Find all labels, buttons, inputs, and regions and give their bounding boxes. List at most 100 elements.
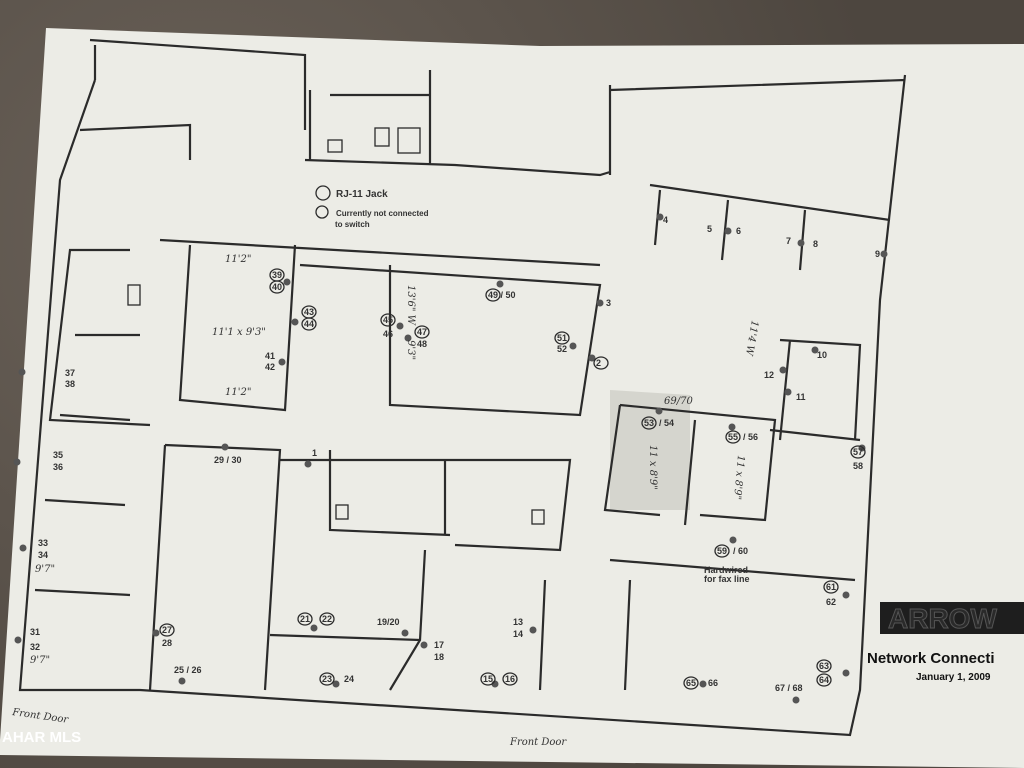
jack-circle — [816, 673, 832, 687]
jack-label: 15 — [483, 674, 493, 684]
jack-label: 43 — [304, 307, 314, 317]
jack-label: 41 — [265, 351, 275, 361]
jack-dot — [724, 227, 732, 235]
jack-label: 45 — [383, 315, 393, 325]
svg-text:11'2": 11'2" — [225, 254, 251, 265]
jack-label: 65 — [686, 678, 696, 688]
fixtures — [127, 127, 545, 525]
jack-label: 49 / 50 — [488, 290, 516, 300]
jack-dot — [278, 358, 286, 366]
jack-dot — [401, 629, 409, 637]
jack-circle — [301, 317, 317, 331]
jack-dot — [842, 591, 850, 599]
jack-label: 18 — [434, 652, 444, 662]
jack-circle — [159, 623, 175, 637]
jack-circle — [850, 445, 866, 459]
svg-text:9'7": 9'7" — [30, 655, 50, 666]
jack-label: 55 — [728, 432, 738, 442]
jack-label: / 54 — [659, 418, 674, 428]
jack-label: 14 — [513, 629, 523, 639]
jack-dot — [18, 368, 26, 376]
jack-circle — [480, 672, 496, 686]
paper-sheet — [0, 28, 1024, 768]
jack-dot — [784, 388, 792, 396]
handwritten-jack: 69/70 — [664, 396, 693, 407]
svg-text:11 x 8'9": 11 x 8'9" — [731, 455, 746, 501]
jack-dot — [332, 680, 340, 688]
arrow-logo: ARROW — [888, 603, 997, 634]
jack-circle — [319, 672, 335, 686]
svg-text:9'7": 9'7" — [35, 564, 55, 575]
jack-dot — [496, 280, 504, 288]
jack-label: 28 — [162, 638, 172, 648]
jack-label: 25 / 26 — [174, 665, 202, 675]
jack-dot — [588, 354, 596, 362]
jack-label: 40 — [272, 282, 282, 292]
jack-label: 62 — [826, 597, 836, 607]
jack-dot — [811, 346, 819, 354]
jack-label: 3 — [606, 298, 611, 308]
jack-dot — [404, 334, 412, 342]
jack-circle — [714, 544, 730, 558]
jack-dot — [310, 624, 318, 632]
jack-dot — [13, 458, 21, 466]
jack-label: 29 / 30 — [214, 455, 242, 465]
jack-dot — [396, 322, 404, 330]
jack-dot — [699, 680, 707, 688]
jack-label: 27 — [162, 625, 172, 635]
jack-label: 32 — [30, 642, 40, 652]
jack-dot — [779, 366, 787, 374]
jack-label: 35 — [53, 450, 63, 460]
jack-circle — [683, 676, 699, 690]
jack-label: / 60 — [733, 546, 748, 556]
logo-bar — [880, 602, 1024, 634]
legend: RJ-11 Jack Currently not connected to sw… — [315, 185, 429, 229]
jack-label: 58 — [853, 461, 863, 471]
jack-circle — [319, 612, 335, 626]
jack-label: 51 — [557, 333, 567, 343]
jack-dot — [14, 636, 22, 644]
jack-label: 6 — [736, 226, 741, 236]
svg-text:11'2": 11'2" — [225, 387, 251, 398]
jack-label: 5 — [707, 224, 712, 234]
jack-circle — [502, 672, 518, 686]
jack-dot — [283, 278, 291, 286]
jack-label: 37 — [65, 368, 75, 378]
jack-label: 23 — [322, 674, 332, 684]
jack-circle — [725, 430, 741, 444]
mls-watermark: AHAR MLS — [2, 729, 81, 746]
jack-circle — [641, 416, 657, 430]
svg-text:13'6" W: 13'6" W — [405, 285, 416, 326]
jack-dot — [304, 460, 312, 468]
jack-label: 17 — [434, 640, 444, 650]
jack-label: 57 — [853, 447, 863, 457]
svg-text:9'3": 9'3" — [405, 340, 416, 360]
jack-label: 66 — [708, 678, 718, 688]
jack-circle — [297, 612, 313, 626]
jack-label: 53 — [644, 418, 654, 428]
jack-dot — [655, 407, 663, 415]
jack-label: 64 — [819, 675, 829, 685]
jack-label: 39 — [272, 270, 282, 280]
jack-dot — [529, 626, 537, 634]
shadow — [610, 390, 690, 510]
jack-dot — [178, 677, 186, 685]
jack-label: 7 — [786, 236, 791, 246]
jack-label: 33 — [38, 538, 48, 548]
svg-text:11'1 x 9'3": 11'1 x 9'3" — [212, 327, 266, 338]
legend-not-connected-label-2: to switch — [335, 220, 370, 229]
jack-label: 67 / 68 — [775, 683, 803, 693]
jack-dot — [880, 250, 888, 258]
jack-circle — [380, 313, 396, 327]
jack-dot — [19, 544, 27, 552]
jack-label: 24 — [344, 674, 354, 684]
jack-dot — [291, 318, 299, 326]
jack-dot — [420, 641, 428, 649]
jack-label: 4 — [663, 215, 668, 225]
jack-label: / 56 — [743, 432, 758, 442]
dimension-notes: 11'2" 11'1 x 9'3" 11'2" 13'6" W 9'3" 11 … — [30, 254, 760, 666]
jack-dot — [152, 629, 160, 637]
jack-label: 10 — [817, 350, 827, 360]
